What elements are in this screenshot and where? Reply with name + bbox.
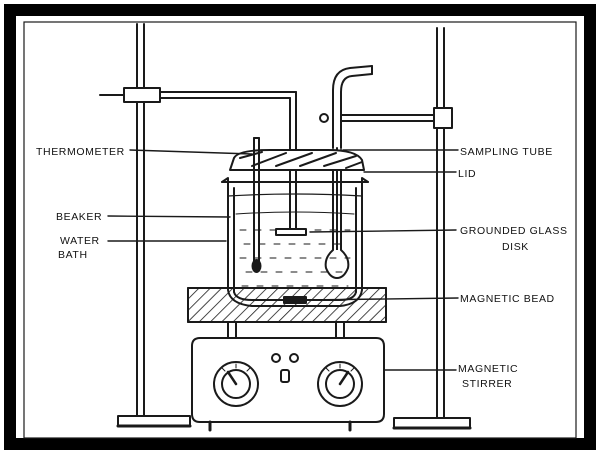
right-retort-stand — [319, 27, 472, 430]
label-magnetic-stirrer-line1: MAGNETIC — [458, 363, 518, 375]
leader-lines — [107, 149, 459, 371]
right-dial — [317, 361, 363, 407]
stirrer-plate — [187, 287, 387, 339]
label-thermometer: THERMOMETER — [36, 146, 125, 158]
label-grounded-glass-disk-line2: DISK — [502, 241, 529, 253]
magnetic-stirrer-body — [191, 337, 385, 432]
label-magnetic-stirrer-line2: STIRRER — [462, 378, 512, 390]
label-water-bath-line1: WATER — [60, 235, 100, 247]
label-water-bath-line2: BATH — [58, 249, 88, 261]
outer-border — [4, 4, 596, 450]
inner-border — [23, 21, 577, 439]
thermometer — [251, 137, 262, 273]
left-dial — [213, 361, 259, 407]
grounded-glass-disk — [275, 228, 307, 236]
label-magnetic-bead: MAGNETIC BEAD — [460, 293, 555, 305]
label-grounded-glass-disk-line1: GROUNDED GLASS — [460, 225, 568, 237]
label-lid: LID — [458, 168, 476, 180]
lid — [229, 149, 365, 171]
label-beaker: BEAKER — [56, 211, 102, 223]
label-sampling-tube: SAMPLING TUBE — [460, 146, 553, 158]
